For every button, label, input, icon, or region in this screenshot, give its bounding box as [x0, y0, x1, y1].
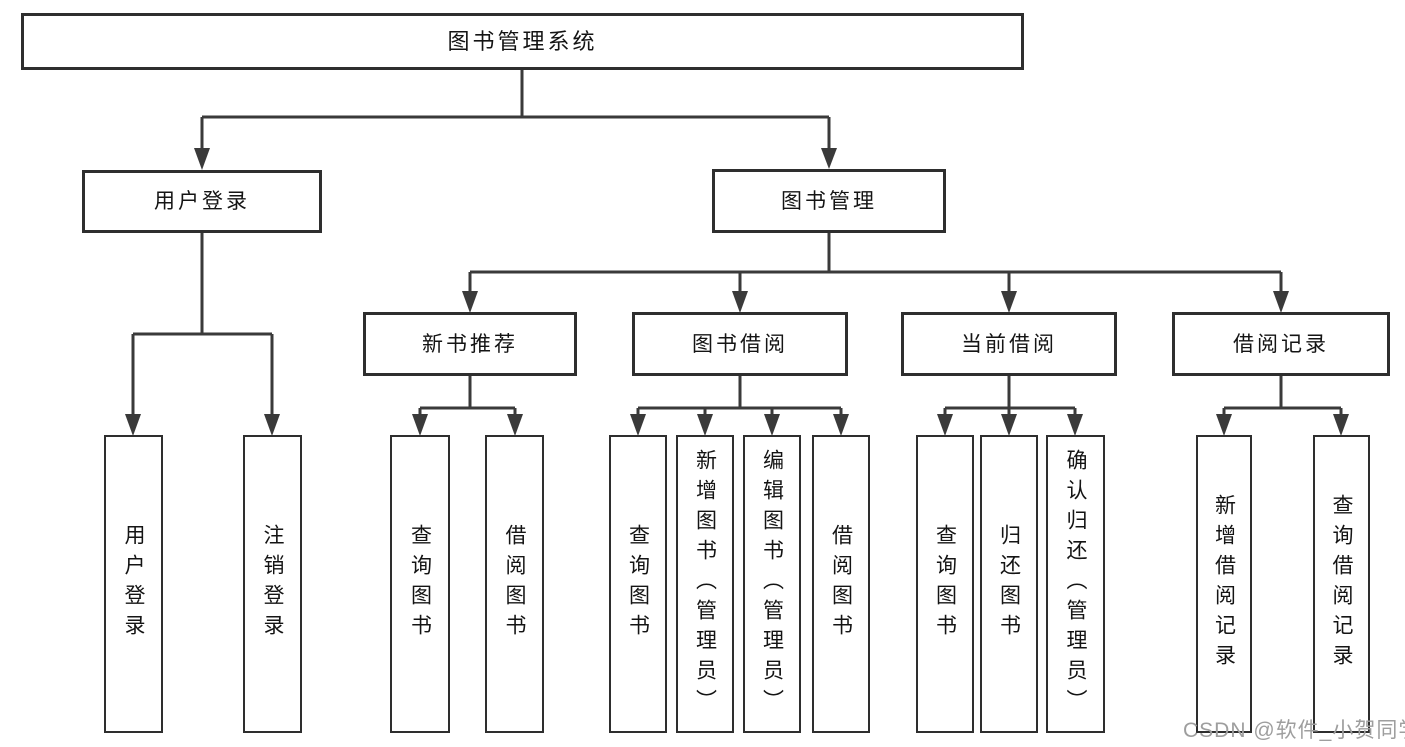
- leaf-query-books-recommend: 查询图书: [390, 435, 450, 733]
- leaf-add-book-admin: 新增图书（管理员）: [676, 435, 734, 733]
- arrowhead: [1067, 414, 1083, 436]
- leaf-add-borrow-record: 新增借阅记录: [1196, 435, 1252, 733]
- arrowhead: [764, 414, 780, 436]
- arrowhead: [937, 414, 953, 436]
- leaf-query-borrow-record: 查询借阅记录: [1313, 435, 1370, 733]
- arrowhead: [833, 414, 849, 436]
- arrowhead: [264, 414, 280, 436]
- node-root: 图书管理系统: [21, 13, 1024, 70]
- arrowhead: [1273, 291, 1289, 313]
- arrowhead: [821, 148, 837, 169]
- arrowhead: [697, 414, 713, 436]
- connector-borrow-records-children: [1216, 375, 1349, 436]
- leaf-query-books-borrow: 查询图书: [609, 435, 667, 733]
- node-current-borrow: 当前借阅: [901, 312, 1117, 376]
- arrowhead: [507, 414, 523, 436]
- leaf-logout: 注销登录: [243, 435, 302, 733]
- node-user-login: 用户登录: [82, 170, 322, 233]
- arrowhead: [732, 291, 748, 313]
- leaf-edit-book-admin: 编辑图书（管理员）: [743, 435, 801, 733]
- leaf-user-login: 用户登录: [104, 435, 163, 733]
- arrowhead: [412, 414, 428, 436]
- arrowhead: [1001, 414, 1017, 436]
- node-new-book-recommend: 新书推荐: [363, 312, 577, 376]
- connector-current-borrow-children: [937, 375, 1083, 436]
- node-borrow-records: 借阅记录: [1172, 312, 1390, 376]
- leaf-return-book: 归还图书: [980, 435, 1038, 733]
- leaf-borrow-books: 借阅图书: [812, 435, 870, 733]
- arrowhead: [125, 414, 141, 436]
- connector-user-login-children: [125, 233, 280, 436]
- node-book-management: 图书管理: [712, 169, 946, 233]
- leaf-borrow-books-recommend: 借阅图书: [485, 435, 544, 733]
- arrowhead: [630, 414, 646, 436]
- arrowhead: [194, 148, 210, 170]
- arrowhead: [1216, 414, 1232, 436]
- csdn-watermark: CSDN @软件_小贺同学: [1183, 719, 1405, 742]
- arrowhead: [462, 291, 478, 313]
- connector-new-book-children: [412, 376, 523, 436]
- leaf-query-books-current: 查询图书: [916, 435, 974, 733]
- arrowhead: [1001, 291, 1017, 313]
- node-book-borrow: 图书借阅: [632, 312, 848, 376]
- connector-book-borrow-children: [630, 376, 849, 436]
- connector-book-management-children: [462, 233, 1289, 313]
- arrowhead: [1333, 414, 1349, 436]
- connector-root-to-level2: [194, 70, 837, 170]
- leaf-confirm-return-admin: 确认归还（管理员）: [1046, 435, 1105, 733]
